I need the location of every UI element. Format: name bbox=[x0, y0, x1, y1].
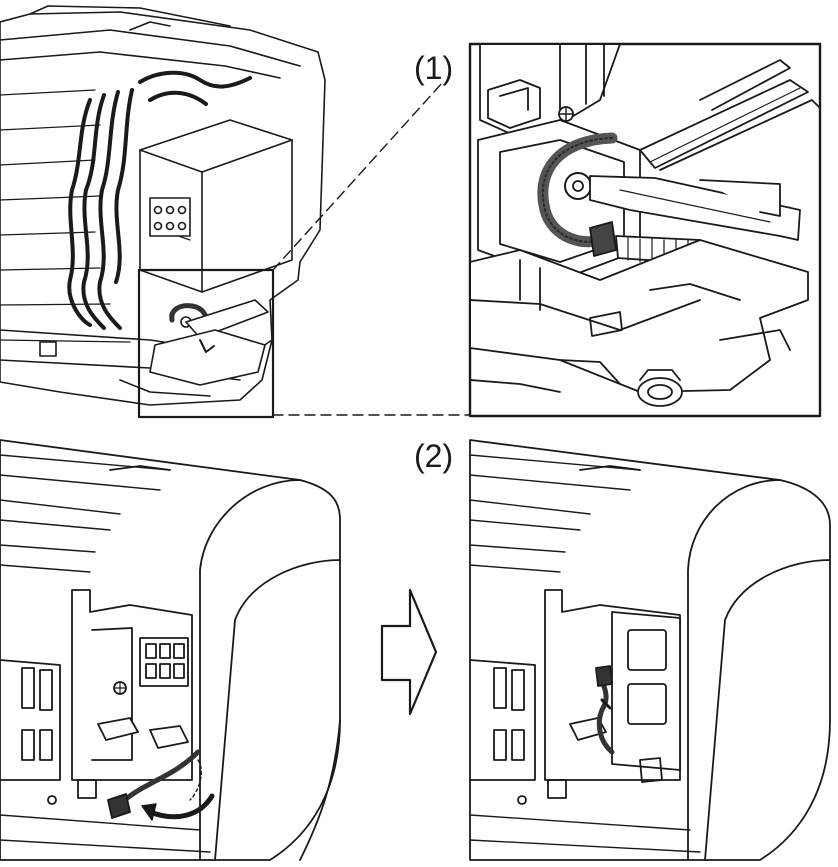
step-1-label: (1) bbox=[414, 50, 454, 86]
zoom-area-frame bbox=[137, 268, 275, 419]
step-2-label: (2) bbox=[414, 438, 454, 474]
unit-after-view bbox=[469, 439, 831, 861]
zoom-detail-panel bbox=[468, 42, 822, 418]
arrow-right-outline-icon bbox=[380, 588, 438, 716]
unit-before-view bbox=[0, 439, 341, 861]
zoom-leader-lines bbox=[272, 81, 473, 416]
unit-internal-view bbox=[0, 5, 326, 406]
